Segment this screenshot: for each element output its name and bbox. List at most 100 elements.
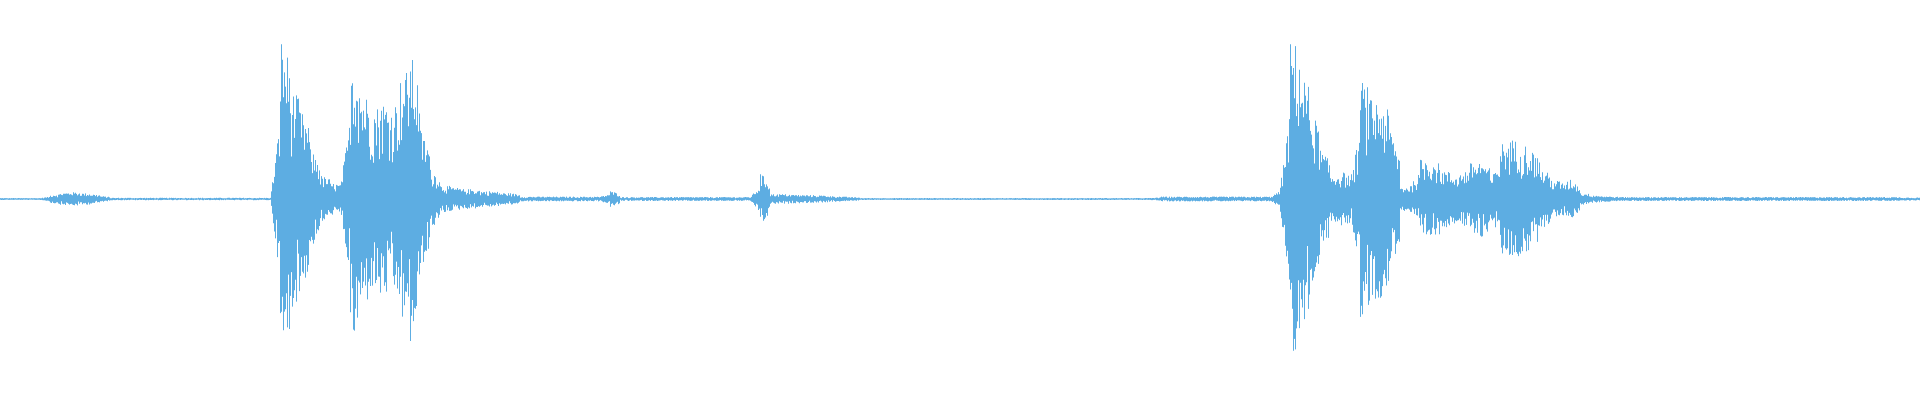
waveform-segment: [1840, 197, 1850, 201]
waveform-segment: [410, 60, 420, 341]
waveform-segment: [1200, 196, 1210, 202]
waveform-segment: [550, 196, 560, 202]
waveform-segment: [880, 198, 890, 200]
waveform-segment: [710, 197, 720, 201]
waveform-segment: [210, 197, 220, 201]
waveform-segment: [1180, 196, 1190, 202]
waveform-segment: [910, 198, 920, 200]
waveform-segment: [1450, 177, 1460, 224]
waveform-segment: [400, 73, 410, 317]
waveform-segment: [100, 196, 110, 202]
waveform-segment: [1770, 197, 1780, 201]
waveform-segment: [770, 194, 780, 204]
waveform-segment: [1670, 197, 1680, 201]
waveform-segment: [1490, 173, 1500, 228]
waveform-segment: [460, 189, 470, 209]
waveform-segment: [750, 190, 760, 210]
waveform-segment: [1640, 197, 1650, 201]
waveform-segment: [520, 196, 530, 202]
waveform-segment: [730, 197, 740, 201]
waveform-segment: [450, 187, 460, 211]
waveform-segment: [1830, 197, 1840, 201]
waveform-segment: [330, 183, 340, 215]
waveform-segment: [1090, 198, 1100, 200]
waveform-segment: [1700, 197, 1710, 201]
waveform-segment: [1190, 197, 1200, 202]
waveform-segment: [0, 198, 10, 200]
waveform-segment: [490, 191, 500, 207]
waveform-segment: [1910, 197, 1920, 201]
waveform-segment: [390, 107, 400, 294]
waveform-segments: [0, 44, 1920, 351]
waveform-segment: [740, 197, 750, 201]
waveform-segment: [620, 197, 630, 201]
waveform-segment: [1430, 163, 1440, 235]
waveform-segment: [1330, 178, 1340, 222]
waveform-segment: [1070, 198, 1080, 200]
waveform-segment: [1390, 133, 1400, 259]
waveform-segment: [790, 195, 800, 204]
waveform-segment: [1800, 197, 1810, 201]
waveform-segment: [1690, 197, 1700, 201]
waveform-segment: [960, 198, 970, 200]
waveform-segment: [840, 196, 850, 202]
waveform-segment: [1350, 142, 1360, 247]
waveform-segment: [600, 195, 610, 203]
waveform-segment: [1890, 197, 1900, 201]
waveform-segment: [1150, 197, 1160, 201]
waveform-segment: [300, 113, 310, 278]
waveform-segment: [850, 197, 860, 201]
waveform-segment: [90, 194, 100, 204]
waveform-segment: [190, 197, 200, 201]
waveform-segment: [830, 196, 840, 202]
waveform-segment: [40, 197, 50, 202]
waveform-segment: [610, 191, 620, 207]
waveform-segment: [1620, 197, 1630, 201]
waveform-segment: [430, 169, 440, 225]
waveform-segment: [1130, 198, 1140, 200]
waveform-segment: [1210, 196, 1220, 202]
waveform-segment: [230, 197, 240, 201]
waveform-segment: [1760, 197, 1770, 201]
waveform-segment: [1410, 175, 1420, 218]
waveform-segment: [1310, 120, 1320, 281]
waveform-segment: [1570, 179, 1580, 218]
waveform-segment: [370, 109, 380, 286]
waveform-segment: [1140, 198, 1150, 200]
waveform-segment: [1050, 198, 1060, 200]
waveform-segment: [580, 196, 590, 202]
waveform-segment: [260, 197, 270, 201]
waveform-segment: [980, 198, 990, 200]
waveform-segment: [1170, 196, 1180, 202]
waveform-segment: [1860, 197, 1870, 201]
waveform-segment: [1470, 163, 1480, 233]
waveform-segment: [340, 127, 350, 260]
waveform-segment: [120, 197, 130, 201]
waveform-segment: [930, 198, 940, 200]
waveform-segment: [1870, 197, 1880, 201]
waveform-segment: [1540, 172, 1550, 227]
waveform-segment: [1360, 83, 1370, 317]
waveform-segment: [1020, 198, 1030, 200]
waveform-segment: [950, 198, 960, 200]
waveform-segment: [700, 197, 710, 201]
waveform-segment: [1510, 140, 1520, 257]
waveform-segment: [270, 139, 280, 258]
waveform-segment: [1460, 172, 1470, 226]
waveform-segment: [1810, 197, 1820, 201]
waveform-segment: [760, 174, 770, 221]
waveform-segment: [20, 198, 30, 200]
waveform-segment: [660, 197, 670, 201]
waveform-segment: [160, 197, 170, 201]
waveform-segment: [1610, 196, 1620, 202]
waveform-segment: [1720, 197, 1730, 201]
waveform-segment: [1530, 152, 1540, 242]
waveform-segment: [1780, 197, 1790, 201]
waveform-segment: [990, 198, 1000, 200]
waveform-segment: [1580, 193, 1590, 205]
waveform-segment: [940, 198, 950, 200]
waveform-segment: [1480, 168, 1490, 237]
waveform-segment: [80, 193, 90, 205]
waveform-segment: [1880, 197, 1890, 201]
